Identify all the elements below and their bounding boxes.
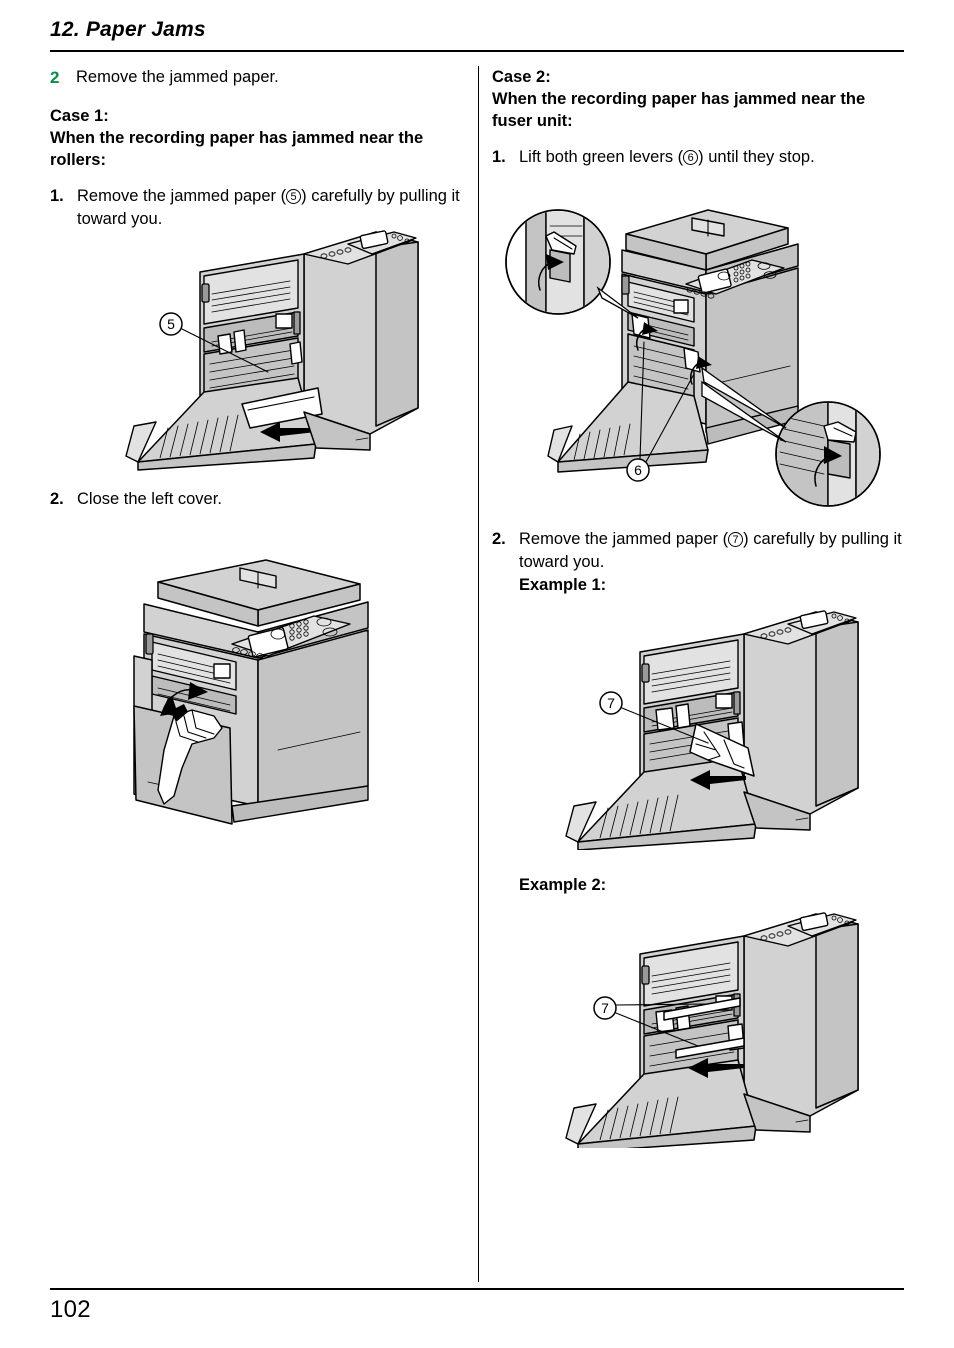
printer-illustration-svg (133, 559, 369, 825)
substep-number: 1. (492, 148, 506, 166)
example-2-label: Example 2: (519, 876, 607, 894)
substep-number: 2. (50, 490, 64, 508)
case-2-heading-line2: fuser unit: (492, 112, 573, 130)
figure-printer-fuser-jam-example-2: 7 (548, 908, 868, 1148)
case-1-substep-2: 2. Close the left cover. (50, 488, 470, 511)
case-2-substep-2: 2. Remove the jammed paper (7) carefully… (492, 528, 912, 574)
substep-text-before: Remove the jammed paper ( (519, 530, 729, 548)
substep-text: Close the left cover. (77, 490, 222, 508)
case-1-substep-1: 1. Remove the jammed paper (5) carefully… (50, 185, 470, 231)
figure-callout-5-text: 5 (167, 316, 175, 332)
substep-number: 1. (50, 187, 64, 205)
substep-text-before: Remove the jammed paper ( (77, 187, 287, 205)
case-1-label: Case 1: (50, 107, 109, 125)
left-column: 2 Remove the jammed paper. Case 1: When … (50, 66, 470, 231)
step-text: Remove the jammed paper. (76, 68, 279, 86)
step-number: 2 (50, 68, 60, 87)
substep-text-after: ) until they stop. (698, 148, 815, 166)
figure-printer-green-levers-detail-zoom: 6 (498, 192, 898, 512)
spacer (492, 132, 912, 146)
callout-reference-6: 6 (683, 150, 699, 165)
figure-printer-left-cover-open-paper-jam: 5 (108, 212, 428, 472)
substep-number: 2. (492, 530, 506, 548)
example-1-label: Example 1: (519, 576, 607, 594)
page-number: 102 (50, 1296, 91, 1323)
substep-text-before: Lift both green levers ( (519, 148, 684, 166)
footer-divider-rule (50, 1288, 904, 1290)
figure-printer-closing-left-cover-with-hand (118, 538, 408, 828)
column-divider-rule (478, 66, 479, 1282)
case-1-heading-line1: When the recording paper has jammed near… (50, 129, 424, 147)
substep-text: Remove the jammed paper (5) carefully by… (77, 185, 470, 231)
printer-illustration-svg: 6 (505, 209, 881, 507)
right-column-substep-2-block: 2. Remove the jammed paper (7) carefully… (492, 528, 912, 597)
main-step-2: 2 Remove the jammed paper. (50, 66, 470, 89)
figure-printer-fuser-jam-example-1: 7 (548, 598, 868, 850)
left-column-substep-2-block: 2. Close the left cover. (50, 488, 470, 511)
substep-text-after: ) carefully by pulling it toward you. (519, 530, 902, 571)
spacer (50, 171, 470, 185)
callout-reference-5: 5 (286, 189, 302, 204)
case-2-label: Case 2: (492, 68, 551, 86)
header-divider-rule (50, 50, 904, 52)
callout-reference-7: 7 (728, 532, 744, 547)
substep-text: Remove the jammed paper (7) carefully by… (519, 528, 912, 574)
right-column-example-2-block: Example 2: (492, 874, 912, 897)
substep-text: Lift both green levers (6) until they st… (519, 146, 912, 169)
substep-text-after: ) carefully by pulling it toward you. (77, 187, 460, 228)
printer-illustration-svg: 7 (565, 912, 859, 1148)
case-2-heading-line1: When the recording paper has jammed near… (492, 90, 866, 108)
case-1-heading-line2: rollers: (50, 151, 106, 169)
right-column: Case 2: When the recording paper has jam… (492, 66, 912, 169)
figure-callout-6-text: 6 (634, 462, 642, 478)
page-header-title: 12. Paper Jams (50, 18, 206, 41)
printer-illustration-svg: 7 (565, 610, 859, 850)
figure-callout-7-text: 7 (601, 1000, 609, 1016)
printer-illustration-svg: 5 (125, 230, 419, 471)
case-2-substep-1: 1. Lift both green levers (6) until they… (492, 146, 912, 169)
figure-callout-7-text: 7 (607, 695, 615, 711)
spacer (50, 91, 470, 105)
